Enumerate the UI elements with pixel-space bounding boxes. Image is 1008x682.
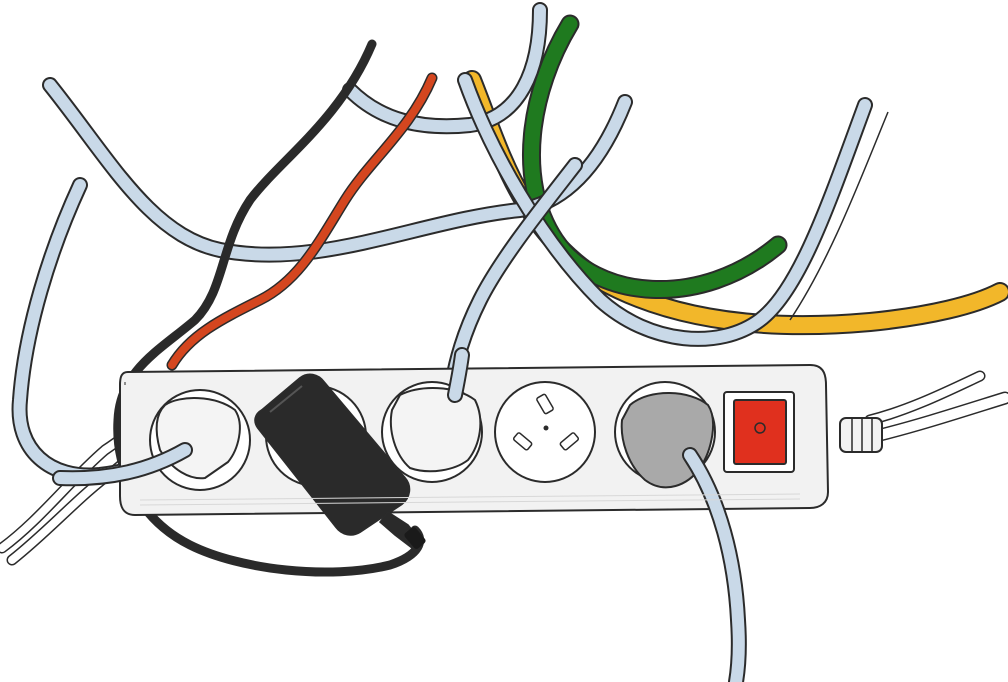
- red-cable: [166, 72, 438, 371]
- shading: [139, 493, 801, 506]
- power-switch-icon[interactable]: [723, 391, 795, 473]
- power-strip-cord: [839, 370, 1008, 453]
- light-blue-cable-plug1: [52, 442, 193, 487]
- plug-outlet-3: [389, 387, 482, 473]
- light-blue-cable-plug5: [682, 447, 747, 682]
- strain-relief: [839, 417, 883, 453]
- light-blue-cable-plug3: [447, 347, 470, 403]
- green-cable: [522, 14, 788, 300]
- black-cable: [113, 39, 425, 577]
- outlet-4-empty: [494, 381, 596, 483]
- sketch-line: [789, 111, 889, 321]
- light-blue-cable-swoop: [42, 77, 633, 263]
- light-blue-cable-right-arc: [457, 72, 873, 347]
- power-strip: [119, 364, 1008, 516]
- black-power-adapter: [254, 373, 426, 549]
- front-cables: [52, 347, 747, 682]
- light-blue-cable-top-arc: [342, 2, 548, 135]
